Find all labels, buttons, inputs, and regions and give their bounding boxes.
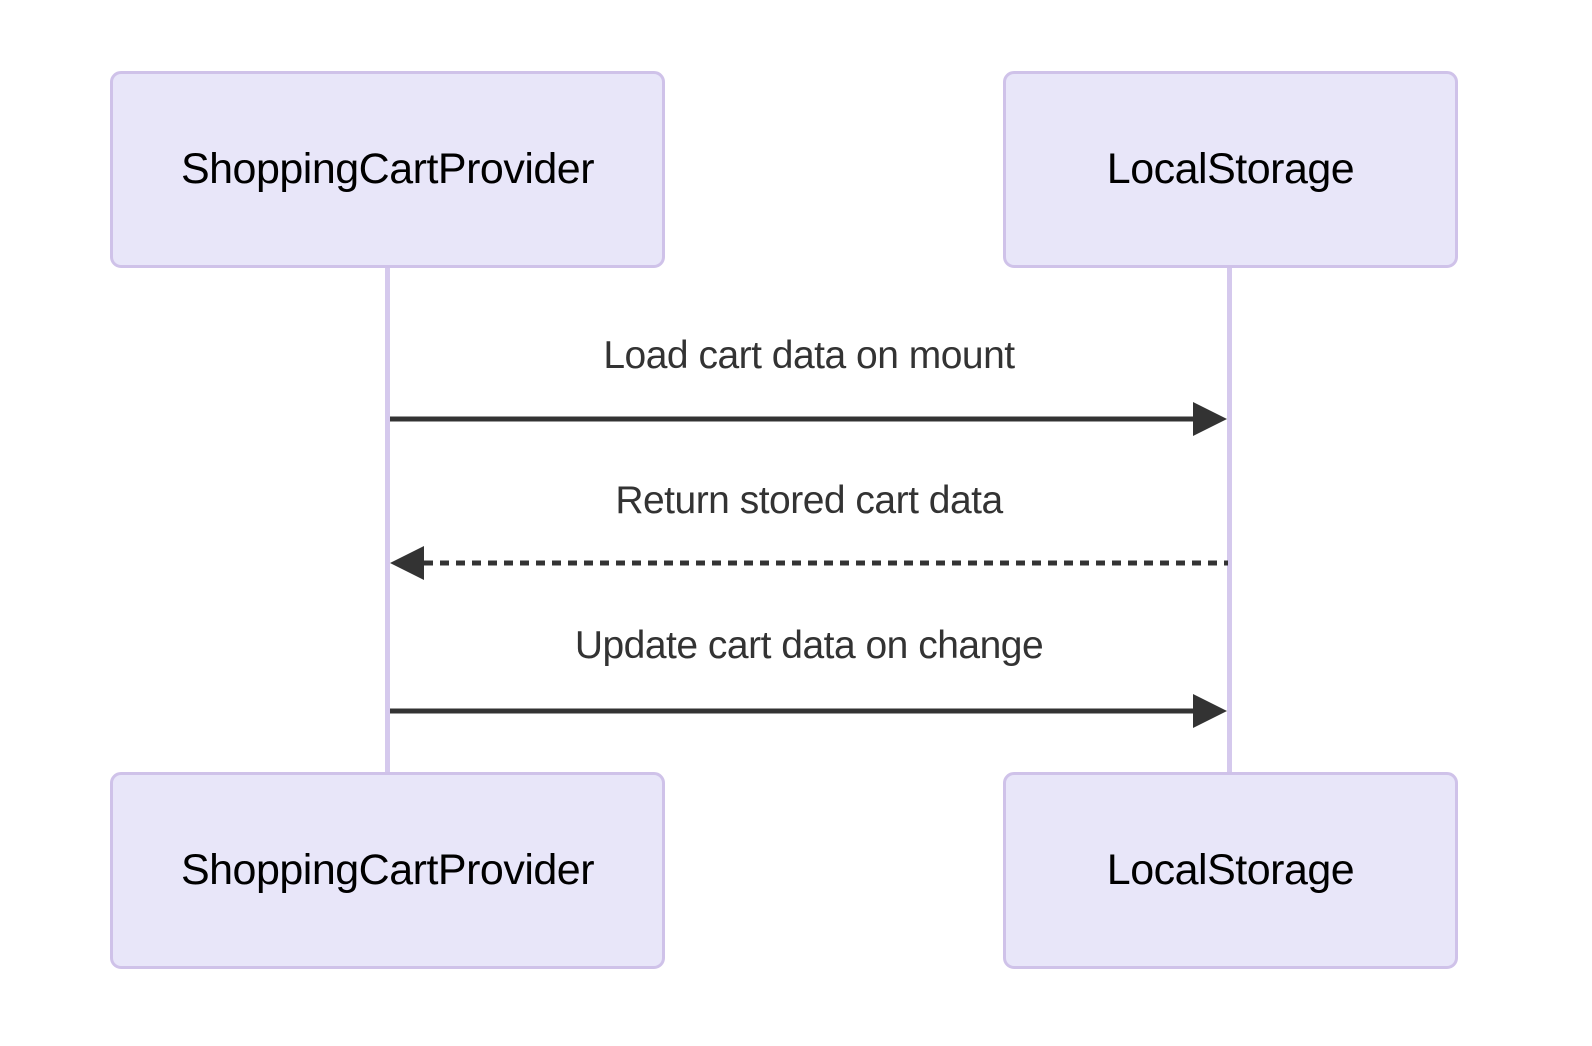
message-label-load-cart-data: Load cart data on mount: [603, 334, 1015, 377]
actor-bottom-localstorage: LocalStorage: [1003, 772, 1458, 969]
actor-top-shoppingcartprovider: ShoppingCartProvider: [110, 71, 665, 268]
message-label-return-stored-cart-data: Return stored cart data: [615, 479, 1003, 522]
actor-label: LocalStorage: [1106, 846, 1355, 894]
arrowhead-left-icon: [390, 546, 424, 580]
lifeline-shoppingcartprovider: [385, 268, 390, 773]
message-arrow-update-cart-data: [390, 694, 1227, 728]
message-arrow-load-cart-data: [390, 402, 1227, 436]
arrowhead-right-icon: [1193, 402, 1227, 436]
actor-bottom-shoppingcartprovider: ShoppingCartProvider: [110, 772, 665, 969]
message-label-update-cart-data: Update cart data on change: [574, 624, 1044, 667]
actor-label: ShoppingCartProvider: [180, 846, 595, 894]
actor-top-localstorage: LocalStorage: [1003, 71, 1458, 268]
message-arrow-return-stored-cart-data: [390, 546, 1228, 580]
lifeline-localstorage: [1227, 268, 1232, 773]
actor-label: ShoppingCartProvider: [180, 145, 595, 193]
actor-label: LocalStorage: [1106, 145, 1355, 193]
arrowhead-right-icon: [1193, 694, 1227, 728]
